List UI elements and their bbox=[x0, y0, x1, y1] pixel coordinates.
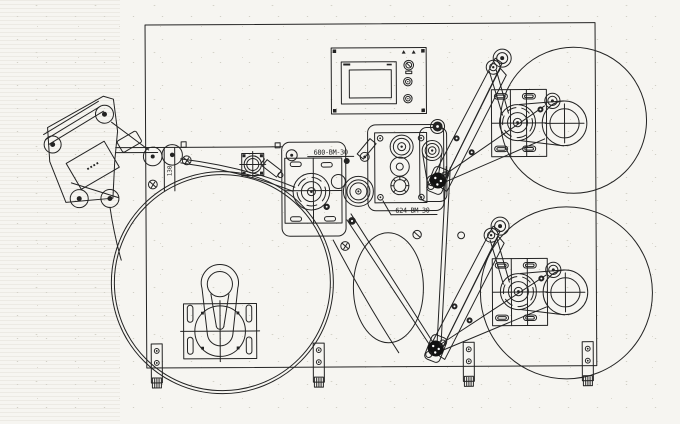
foot bbox=[462, 341, 475, 387]
feed-roller bbox=[389, 134, 414, 159]
printer-marking: ▪▪▪▪ bbox=[86, 161, 101, 173]
panel-button bbox=[403, 76, 413, 87]
printer-label-plate: ▪▪▪▪ bbox=[65, 140, 120, 190]
label-roll bbox=[500, 46, 648, 194]
hmi-panel bbox=[330, 47, 427, 115]
label-roll bbox=[479, 206, 653, 380]
bolt bbox=[412, 229, 422, 240]
estop-button bbox=[403, 59, 415, 75]
foot bbox=[150, 343, 163, 389]
printer-roller bbox=[100, 189, 120, 209]
machine-frame bbox=[144, 22, 598, 369]
drive-roller bbox=[342, 175, 374, 207]
head-680-label: 680-BM-30 bbox=[314, 148, 348, 156]
dimension-130: 130 bbox=[167, 165, 174, 176]
label-head-680: 680-BM-30 bbox=[281, 138, 377, 237]
rewind-station-bottom bbox=[422, 206, 653, 380]
head-624-label: 624-BM-30 bbox=[395, 207, 429, 215]
supply-roll bbox=[110, 171, 334, 395]
printer-roller bbox=[69, 189, 89, 209]
indicator-icon bbox=[411, 50, 416, 54]
printer-roller bbox=[94, 104, 114, 124]
brand-mark bbox=[386, 63, 392, 66]
pinch-roller bbox=[389, 156, 410, 177]
hmi-display bbox=[348, 69, 392, 99]
brand-mark bbox=[343, 63, 351, 66]
printer-roller bbox=[43, 135, 62, 154]
printer-applicator: ▪▪▪▪ bbox=[43, 95, 142, 209]
pinch-roller bbox=[330, 174, 346, 190]
spool-mount bbox=[490, 88, 588, 158]
spool-mount bbox=[491, 257, 589, 327]
bolt bbox=[147, 179, 158, 190]
hmi-screen bbox=[340, 61, 397, 105]
dancer-arm bbox=[422, 216, 511, 365]
chassis-cutout bbox=[352, 232, 424, 344]
guide-roller bbox=[161, 144, 183, 166]
foot bbox=[312, 342, 325, 388]
foot bbox=[581, 341, 594, 387]
panel-button bbox=[403, 93, 413, 104]
keyhole-hub bbox=[200, 263, 239, 347]
chassis-deck: 130 bbox=[115, 141, 466, 251]
knurled-roller bbox=[421, 140, 443, 162]
machine-feet bbox=[150, 341, 594, 389]
bolt bbox=[340, 241, 351, 251]
label-web-path bbox=[109, 69, 547, 354]
indicator-icon bbox=[401, 50, 406, 54]
rewind-station-top bbox=[424, 46, 648, 197]
bolt bbox=[457, 231, 466, 240]
